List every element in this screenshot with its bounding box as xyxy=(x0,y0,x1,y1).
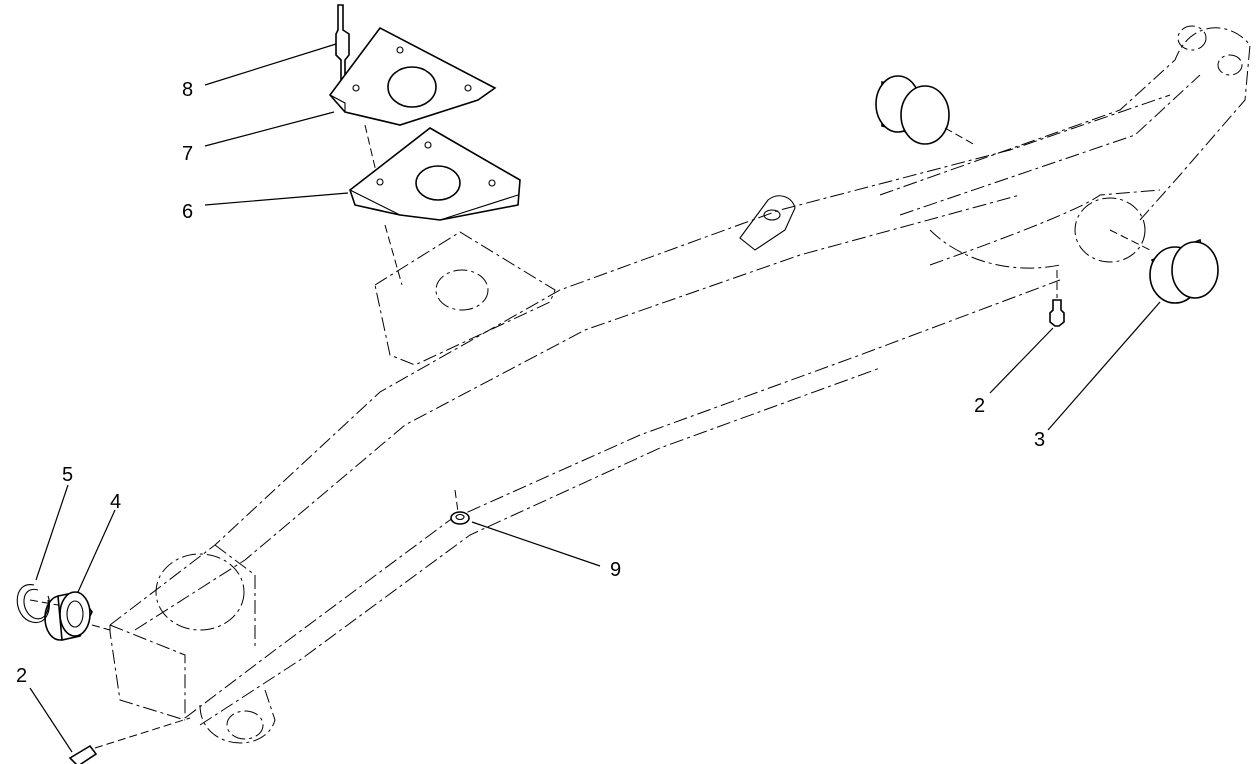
callout-5: 5 xyxy=(62,464,73,486)
part-3-bushing-upper xyxy=(875,75,976,146)
part-6-plate xyxy=(349,127,521,286)
callout-2-front: 2 xyxy=(16,665,27,687)
frame-phantom xyxy=(109,25,1251,744)
part-9-plug xyxy=(450,489,470,525)
callout-7: 7 xyxy=(182,143,193,165)
callout-2-rear: 2 xyxy=(974,395,985,417)
part-5-snap-ring xyxy=(16,584,59,623)
part-2-grease-fitting-rear xyxy=(1049,270,1065,327)
part-7-plate xyxy=(328,26,497,181)
part-2-grease-fitting-front xyxy=(68,717,191,764)
callout-6: 6 xyxy=(182,201,193,223)
callout-9: 9 xyxy=(610,559,621,581)
callout-8: 8 xyxy=(182,79,193,101)
callout-4: 4 xyxy=(110,491,121,513)
part-3-bushing-lower xyxy=(1109,229,1219,304)
callout-3: 3 xyxy=(1034,429,1045,451)
leader-lines xyxy=(29,43,1161,753)
part-4-bushing xyxy=(44,591,111,641)
